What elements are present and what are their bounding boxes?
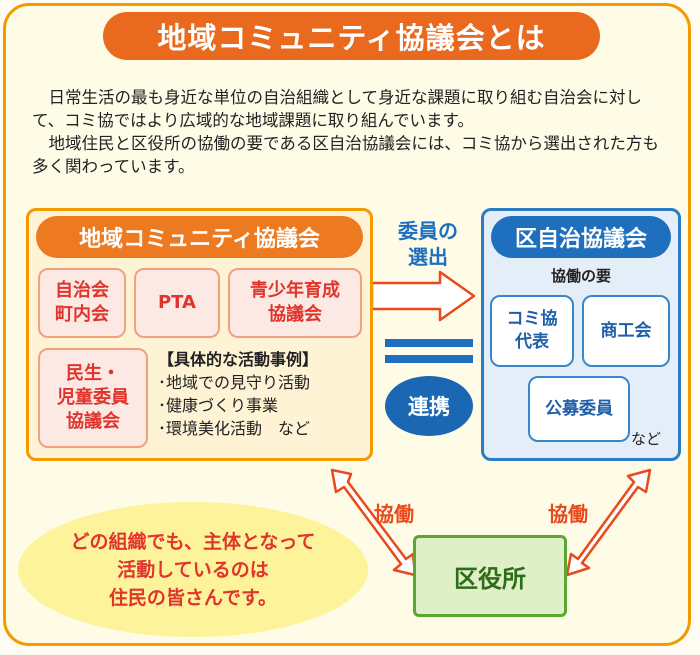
- ward-council-etc: など: [631, 430, 662, 448]
- collaboration-arrow-right: [565, 468, 652, 577]
- ward-office-box: 区役所: [413, 535, 567, 617]
- example-item: ･環境美化活動 など: [158, 419, 311, 438]
- org-welfare-council: 民生・ 児童委員 協議会: [38, 348, 148, 448]
- selection-arrow: [370, 270, 476, 322]
- org-pta: PTA: [134, 268, 220, 338]
- member-comikyo-rep: コミ協 代表: [490, 295, 574, 367]
- collaboration-label-left: 協働: [374, 502, 414, 526]
- equals-bar-top: [385, 339, 473, 347]
- message-ellipse: どの組織でも、主体となって 活動しているのは 住民の皆さんです。: [18, 502, 368, 637]
- example-item: ･健康づくり事業: [158, 396, 279, 415]
- intro-paragraph-1: 日常生活の最も身近な単位の自治組織として身近な課題に取り組む自治会に対して、コミ…: [32, 88, 643, 130]
- equals-bar-bottom: [385, 355, 473, 363]
- examples-title: 【具体的な活動事例】: [158, 350, 319, 369]
- org-youth-council: 青少年育成 協議会: [228, 268, 362, 338]
- ward-council-subtitle: 協働の要: [550, 267, 611, 285]
- member-chamber: 商工会: [582, 295, 670, 367]
- member-public-recruit: 公募委員: [528, 376, 630, 442]
- intro-paragraph-2: 地域住民と区役所の協働の要である区自治協議会には、コミ協から選出された方も多く関…: [32, 134, 659, 176]
- example-item: ･地域での見守り活動: [158, 373, 311, 392]
- intro-text: 日常生活の最も身近な単位の自治組織として身近な課題に取り組む自治会に対して、コミ…: [32, 86, 672, 178]
- collaboration-label-right: 協働: [548, 502, 588, 526]
- org-jichikai: 自治会 町内会: [38, 268, 126, 338]
- message-text: どの組織でも、主体となって 活動しているのは 住民の皆さんです。: [70, 530, 316, 609]
- activity-examples: 【具体的な活動事例】 ･地域での見守り活動 ･健康づくり事業 ･環境美化活動 な…: [158, 348, 318, 440]
- community-council-title: 地域コミュニティ協議会: [36, 216, 363, 258]
- page-title: 地域コミュニティ協議会とは: [103, 12, 600, 60]
- ward-council-title: 区自治協議会: [491, 216, 671, 258]
- cooperation-badge: 連携: [385, 376, 473, 436]
- selection-label: 委員の 選出: [398, 219, 458, 269]
